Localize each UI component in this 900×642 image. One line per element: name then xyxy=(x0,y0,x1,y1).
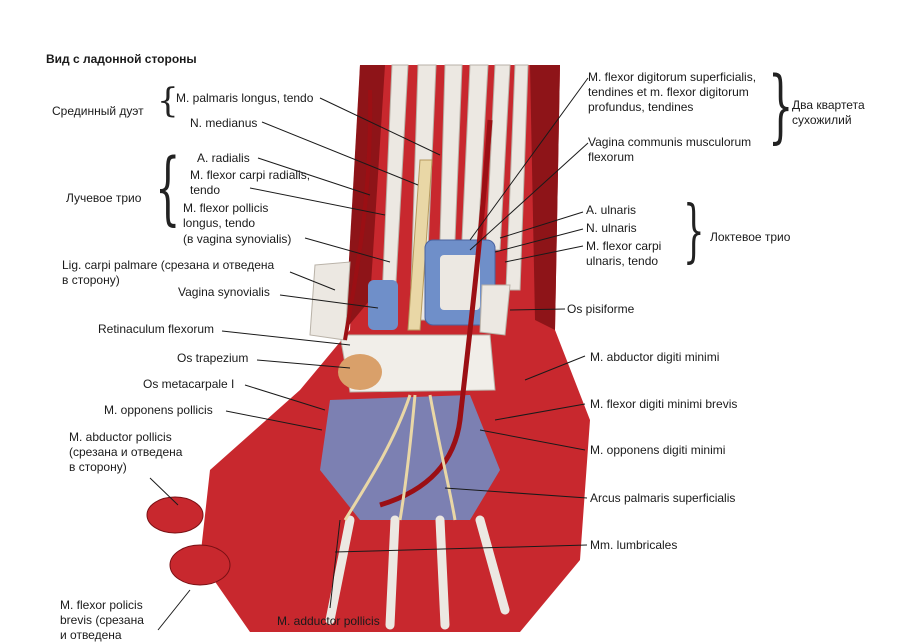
ulnar-artery xyxy=(379,119,493,508)
label-two-quartets-line2: сухожилий xyxy=(792,113,852,127)
os-trapezium-shape xyxy=(338,354,382,390)
label-opponens-pollicis: M. opponens pollicis xyxy=(104,403,213,417)
vagina-synovialis-shape xyxy=(368,280,398,330)
label-fds-line2: tendines et m. flexor digitorum xyxy=(588,85,749,99)
brace-ulnar-trio: } xyxy=(683,192,705,271)
radial-artery xyxy=(343,89,373,341)
label-fds-line3: profundus, tendines xyxy=(588,100,694,114)
label-fcr-line1: M. flexor carpi radialis, xyxy=(190,168,311,182)
lig-carpi-palmare-left xyxy=(309,261,351,341)
label-fpb-line3: и отведена xyxy=(60,628,122,642)
label-abductor-line3: в сторону) xyxy=(69,460,127,474)
label-fpl-line2: longus, tendo xyxy=(183,216,256,230)
label-retinaculum: Retinaculum flexorum xyxy=(98,322,215,336)
label-os-metacarpale: Os metacarpale I xyxy=(143,377,235,391)
brace-median-duet: { xyxy=(157,81,179,121)
digital-tendons xyxy=(325,515,510,630)
label-lig-line2: в сторону) xyxy=(62,273,120,287)
label-opponens-digiti-minimi: M. opponens digiti minimi xyxy=(590,443,726,457)
label-radial-trio: Лучевое трио xyxy=(66,191,142,205)
brace-two-quartets: } xyxy=(768,59,794,152)
label-vagina-communis-line2: flexorum xyxy=(588,150,635,164)
vagina-window xyxy=(440,255,480,310)
label-arcus-palmaris: Arcus palmaris superficialis xyxy=(590,491,736,505)
label-fpl-line1: M. flexor pollicis xyxy=(183,201,269,215)
flexor-pollicis-brevis-cut xyxy=(169,544,231,586)
label-palmaris-longus: M. palmaris longus, tendo xyxy=(176,91,314,105)
label-adductor-pollicis: M. adductor pollicis xyxy=(277,614,380,628)
label-vagina-communis-line1: Vagina communis musculorum xyxy=(588,135,752,149)
label-median-duet: Срединный дуэт xyxy=(52,104,144,118)
muscle-shading-right xyxy=(530,65,560,330)
label-n-ulnaris: N. ulnaris xyxy=(586,221,637,235)
label-fpb-line2: brevis (срезана xyxy=(60,613,144,627)
label-n-medianus: N. medianus xyxy=(190,116,258,130)
label-fcu-line1: M. flexor carpi xyxy=(586,239,662,253)
palmar-nerves xyxy=(343,394,457,521)
label-abductor-line1: M. abductor pollicis xyxy=(69,430,172,444)
abductor-pollicis-cut xyxy=(146,496,204,534)
label-fcu-line2: ulnaris, tendo xyxy=(586,254,659,268)
label-abductor-digiti-minimi: M. abductor digiti minimi xyxy=(590,350,720,364)
label-os-trapezium: Os trapezium xyxy=(177,351,249,365)
label-fpl-line3: (в vagina synovialis) xyxy=(183,232,292,246)
label-abductor-line2: (срезана и отведена xyxy=(69,445,183,459)
brace-radial-trio: { xyxy=(155,141,181,234)
label-vagina-synovialis: Vagina synovialis xyxy=(178,285,270,299)
label-os-pisiforme: Os pisiforme xyxy=(567,302,635,316)
leader-lines xyxy=(149,77,589,631)
label-flexor-digiti-minimi: M. flexor digiti minimi brevis xyxy=(590,397,738,411)
label-a-radialis: A. radialis xyxy=(197,151,250,165)
lig-carpi-palmare-right xyxy=(479,284,511,336)
label-a-ulnaris: A. ulnaris xyxy=(586,203,637,217)
page-title: Вид с ладонной стороны xyxy=(46,52,197,66)
label-ulnar-trio: Локтевое трио xyxy=(710,230,791,244)
label-lumbricales: Mm. lumbricales xyxy=(590,538,678,552)
median-nerve xyxy=(407,159,433,331)
label-fpb-line1: M. flexor policis xyxy=(60,598,143,612)
label-fcr-line2: tendo xyxy=(190,183,221,197)
label-two-quartets-line1: Два квартета xyxy=(792,98,865,112)
label-fds-line1: M. flexor digitorum superficialis, xyxy=(588,70,757,84)
label-lig-line1: Lig. carpi palmare (срезана и отведена xyxy=(62,258,275,272)
